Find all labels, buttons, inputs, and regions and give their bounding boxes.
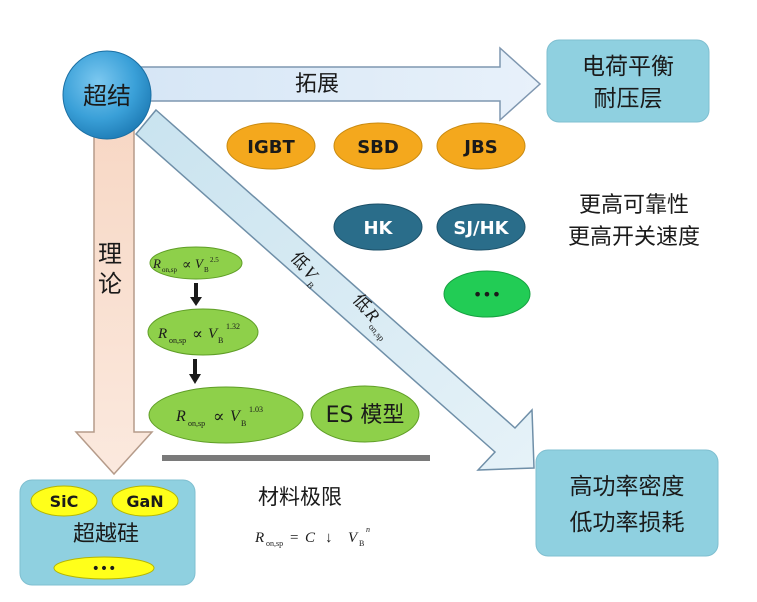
reliability-line1: 更高可靠性 (579, 193, 689, 218)
model-1-03-formula: R on,sp ∝ V B 1.03 (175, 405, 263, 428)
model-2-5-exponent: 2.5 (210, 256, 219, 264)
charge-balance-line2: 耐压层 (594, 86, 663, 112)
svg-text:on,sp: on,sp (169, 336, 186, 345)
material-gan (111, 485, 179, 517)
extend-arrow (134, 46, 542, 122)
material-more (53, 556, 155, 580)
model-arrow-1 (190, 283, 202, 306)
svg-text:∝: ∝ (182, 258, 191, 273)
svg-text:B: B (204, 266, 209, 274)
svg-text:R: R (152, 256, 161, 271)
material-more-label: ••• (92, 561, 117, 577)
es-model-label: ES 模型 (326, 403, 405, 428)
extend-label: 拓展 (295, 72, 339, 97)
model-1-32 (147, 308, 259, 356)
svg-text:=: = (290, 530, 298, 546)
superjunction-label: 超结 (83, 82, 131, 110)
svg-text:↓: ↓ (325, 530, 333, 546)
svg-text:on,sp: on,sp (188, 419, 205, 428)
charge-balance-box (546, 39, 710, 123)
model-2-5-formula: R on,sp ∝ V B 2.5 (152, 256, 219, 274)
device-sjhk-label: SJ/HK (453, 218, 509, 239)
material-limit-formula: R on,sp = C ↓ V B n (254, 525, 370, 548)
device-igbt (226, 122, 316, 170)
material-sic (30, 485, 98, 517)
material-limit-line (162, 455, 430, 461)
power-density-box (535, 449, 719, 557)
device-hk (333, 203, 423, 251)
es-model (310, 385, 420, 443)
beyond-silicon-label: 超越硅 (73, 522, 139, 547)
svg-text:B: B (241, 419, 246, 428)
model-1-03 (148, 386, 304, 444)
charge-balance-line1: 电荷平衡 (582, 54, 674, 80)
material-limit-n: n (366, 525, 370, 534)
device-sbd-label: SBD (357, 137, 399, 158)
device-jbs (436, 122, 526, 170)
model-arrow-2 (189, 359, 201, 384)
svg-text:on,sp: on,sp (162, 266, 177, 274)
low-vb-subscript: B (305, 280, 317, 291)
svg-text:B: B (359, 539, 364, 548)
svg-text:V: V (230, 408, 242, 425)
device-hk-label: HK (363, 218, 393, 239)
superjunction-circle (62, 50, 152, 140)
power-density-line2: 低功率损耗 (570, 510, 685, 536)
model-1-32-exponent: 1.32 (226, 322, 240, 331)
svg-text:V: V (348, 530, 359, 546)
material-limit-c: C (305, 530, 316, 546)
diagonal-arrow (134, 108, 535, 471)
power-density-line1: 高功率密度 (570, 474, 685, 500)
model-2-5 (149, 246, 243, 280)
device-igbt-label: IGBT (247, 137, 295, 158)
theory-arrow (74, 114, 154, 476)
svg-text:R: R (157, 326, 167, 342)
material-gan-label: GaN (126, 492, 163, 511)
svg-text:R: R (175, 408, 186, 425)
theory-label-2: 论 (98, 270, 122, 298)
theory-label-1: 理 (98, 240, 122, 268)
reliability-line2: 更高开关速度 (568, 225, 700, 250)
model-1-32-formula: R on,sp ∝ V B 1.32 (157, 322, 240, 345)
svg-text:on,sp: on,sp (266, 539, 283, 548)
device-more-label: ••• (473, 285, 501, 304)
device-jbs-label: JBS (462, 137, 497, 158)
device-sbd (333, 122, 423, 170)
material-limit-label: 材料极限 (258, 485, 342, 509)
device-sjhk (436, 203, 526, 251)
svg-text:∝: ∝ (192, 326, 203, 343)
svg-text:V: V (208, 326, 219, 342)
svg-text:R: R (254, 530, 264, 546)
svg-text:∝: ∝ (213, 407, 225, 426)
svg-text:V: V (195, 256, 205, 271)
svg-text:B: B (218, 336, 223, 345)
material-sic-label: SiC (50, 492, 79, 511)
model-1-03-exponent: 1.03 (249, 405, 263, 414)
device-more (443, 270, 531, 318)
